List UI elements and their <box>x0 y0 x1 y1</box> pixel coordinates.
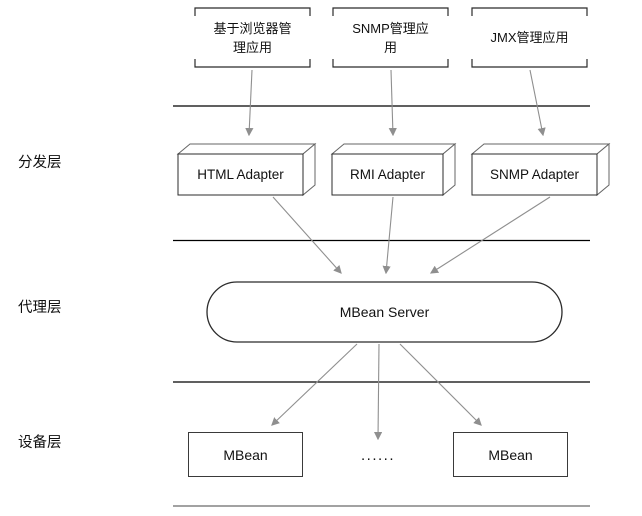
client-box-snmp: SNMP管理应用 <box>333 8 448 67</box>
client-box-browser-border <box>194 7 311 68</box>
adapter-rmi-top-face <box>330 143 457 155</box>
client-box-browser-label: 基于浏览器管理应用 <box>213 20 292 55</box>
mbean-server-shape <box>206 281 563 343</box>
adapter-box-html-label: HTML Adapter <box>197 167 284 182</box>
client-box-browser: 基于浏览器管理应用 <box>195 8 310 67</box>
layer-label-device: 设备层 <box>18 434 62 451</box>
layer-label-agent: 代理层 <box>18 299 62 316</box>
client-box-jmx-label: JMX管理应用 <box>490 30 569 45</box>
client-box-snmp-border <box>332 7 449 68</box>
adapter-cuboids <box>176 142 611 197</box>
mbean-box-1: MBean <box>188 432 303 477</box>
adapter-box-rmi-label: RMI Adapter <box>349 167 426 182</box>
mbean-ellipsis: ...... <box>360 446 395 464</box>
mbean-box-2: MBean <box>453 432 568 477</box>
arrow-server-to-mbean-2 <box>399 343 482 426</box>
adapter-snmp-front-face <box>471 153 598 196</box>
adapter-html-front-face <box>177 153 304 196</box>
arrow-rmi-adapter-to-server <box>382 196 394 275</box>
arrow-server-to-ellipsis <box>373 343 383 441</box>
adapter-snmp-top-face <box>470 143 611 155</box>
adapter-box-snmp-label: SNMP Adapter <box>489 167 580 182</box>
arrow-browser-to-html-adapter <box>245 69 254 137</box>
arrow-server-to-mbean-1 <box>271 343 358 426</box>
arrow-snmp-adapter-to-server <box>429 196 551 274</box>
client-box-jmx-border <box>471 7 588 68</box>
adapter-rmi-front-face <box>331 153 444 196</box>
arrow-jmxapp-to-snmp-adapter <box>529 69 546 137</box>
arrow-snmpapp-to-rmi-adapter <box>388 69 397 137</box>
mbean-server-label: MBean Server <box>339 304 430 320</box>
arrow-html-adapter-to-server <box>272 196 342 274</box>
client-box-jmx: JMX管理应用 <box>472 8 587 67</box>
client-box-snmp-label: SNMP管理应用 <box>352 20 429 55</box>
adapter-html-top-face <box>176 143 317 155</box>
layer-label-distribution: 分发层 <box>18 154 62 171</box>
